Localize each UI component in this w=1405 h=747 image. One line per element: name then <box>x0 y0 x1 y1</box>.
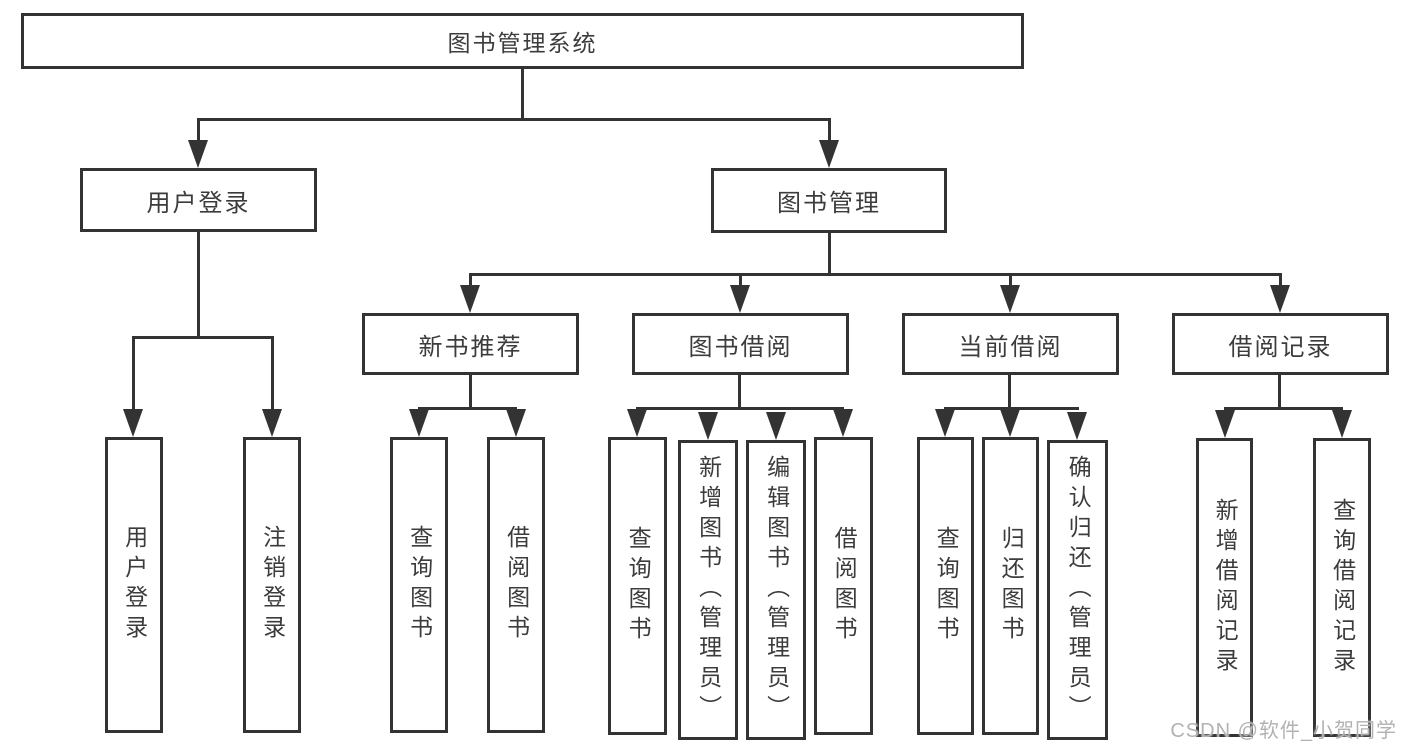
watermark: CSDN @软件_小贺同学 <box>1170 720 1397 742</box>
node-book-management: 图书管理 <box>711 168 947 233</box>
leaf-add-borrow-record-label: 新增借阅记录 <box>1212 497 1239 678</box>
arrow-down-icon <box>627 409 647 437</box>
connector-line <box>738 375 741 410</box>
node-borrow-records-label: 借阅记录 <box>1228 333 1333 361</box>
arrow-down-icon <box>833 409 853 437</box>
node-new-book-recommend: 新书推荐 <box>362 313 579 375</box>
leaf-user-login: 用户登录 <box>105 437 163 733</box>
leaf-query-borrow-record-label: 查询借阅记录 <box>1329 497 1356 678</box>
connector-line <box>469 273 472 287</box>
arrow-down-icon <box>730 285 750 313</box>
leaf-query-books-recommend-label: 查询图书 <box>406 525 433 645</box>
connector-line <box>469 375 472 410</box>
connector-line <box>418 407 517 410</box>
arrow-down-icon <box>1000 409 1020 437</box>
node-root-label: 图书管理系统 <box>447 30 598 56</box>
arrow-down-icon <box>123 409 143 437</box>
node-current-borrow: 当前借阅 <box>902 313 1119 375</box>
leaf-query-books-recommend: 查询图书 <box>390 437 448 733</box>
arrow-down-icon <box>460 285 480 313</box>
arrow-down-icon <box>766 412 786 440</box>
leaf-borrow-book-label: 借阅图书 <box>831 526 858 646</box>
connector-line <box>521 69 524 120</box>
node-root: 图书管理系统 <box>21 13 1024 69</box>
node-book-borrow: 图书借阅 <box>632 313 849 375</box>
arrow-down-icon <box>819 140 839 168</box>
connector-line <box>1009 273 1012 287</box>
leaf-query-books-current: 查询图书 <box>917 437 974 735</box>
leaf-add-book-admin-label: 新增图书（管理员） <box>695 455 722 725</box>
node-current-borrow-label: 当前借阅 <box>958 333 1063 361</box>
connector-line <box>197 232 200 339</box>
arrow-down-icon <box>698 412 718 440</box>
leaf-add-book-admin: 新增图书（管理员） <box>678 440 738 740</box>
leaf-confirm-return-admin: 确认归还（管理员） <box>1047 440 1108 740</box>
connector-line <box>197 118 200 144</box>
arrow-down-icon <box>1215 410 1235 438</box>
node-book-borrow-label: 图书借阅 <box>688 333 793 361</box>
connector-line <box>944 407 1079 410</box>
leaf-borrow-books-recommend-label: 借阅图书 <box>503 525 530 645</box>
connector-line <box>132 336 135 411</box>
connector-line <box>1008 375 1011 410</box>
leaf-query-books-borrow-label: 查询图书 <box>625 526 652 646</box>
arrow-down-icon <box>188 140 208 168</box>
arrow-down-icon <box>1332 410 1352 438</box>
arrow-down-icon <box>262 409 282 437</box>
connector-line <box>828 118 831 144</box>
arrow-down-icon <box>409 409 429 437</box>
leaf-query-books-borrow: 查询图书 <box>608 437 667 735</box>
arrow-down-icon <box>1000 285 1020 313</box>
leaf-return-book: 归还图书 <box>982 437 1039 735</box>
leaf-borrow-book: 借阅图书 <box>814 437 873 735</box>
connector-line <box>132 336 274 339</box>
leaf-logout: 注销登录 <box>243 437 301 733</box>
connector-line <box>469 273 1281 276</box>
connector-line <box>828 233 831 276</box>
leaf-add-borrow-record: 新增借阅记录 <box>1196 438 1253 737</box>
arrow-down-icon <box>506 409 526 437</box>
arrow-down-icon <box>935 409 955 437</box>
leaf-logout-label: 注销登录 <box>259 525 286 645</box>
connector-line <box>636 407 844 410</box>
leaf-confirm-return-admin-label: 确认归还（管理员） <box>1065 455 1092 725</box>
leaf-user-login-label: 用户登录 <box>121 525 148 645</box>
connector-line <box>271 336 274 411</box>
leaf-return-book-label: 归还图书 <box>998 526 1025 646</box>
arrow-down-icon <box>1067 412 1087 440</box>
leaf-query-borrow-record: 查询借阅记录 <box>1313 438 1371 737</box>
connector-line <box>739 273 742 287</box>
node-user-login-label: 用户登录 <box>146 189 251 217</box>
node-user-login: 用户登录 <box>80 168 317 232</box>
connector-line <box>1224 407 1343 410</box>
node-borrow-records: 借阅记录 <box>1172 313 1389 375</box>
node-book-management-label: 图书管理 <box>777 190 881 217</box>
connector-line <box>197 118 831 121</box>
arrow-down-icon <box>1270 285 1290 313</box>
leaf-query-books-current-label: 查询图书 <box>933 526 960 646</box>
leaf-borrow-books-recommend: 借阅图书 <box>487 437 545 733</box>
leaf-edit-book-admin-label: 编辑图书（管理员） <box>763 455 790 725</box>
connector-line <box>1279 273 1282 287</box>
connector-line <box>1278 375 1281 410</box>
node-new-book-recommend-label: 新书推荐 <box>418 333 523 361</box>
leaf-edit-book-admin: 编辑图书（管理员） <box>746 440 806 740</box>
